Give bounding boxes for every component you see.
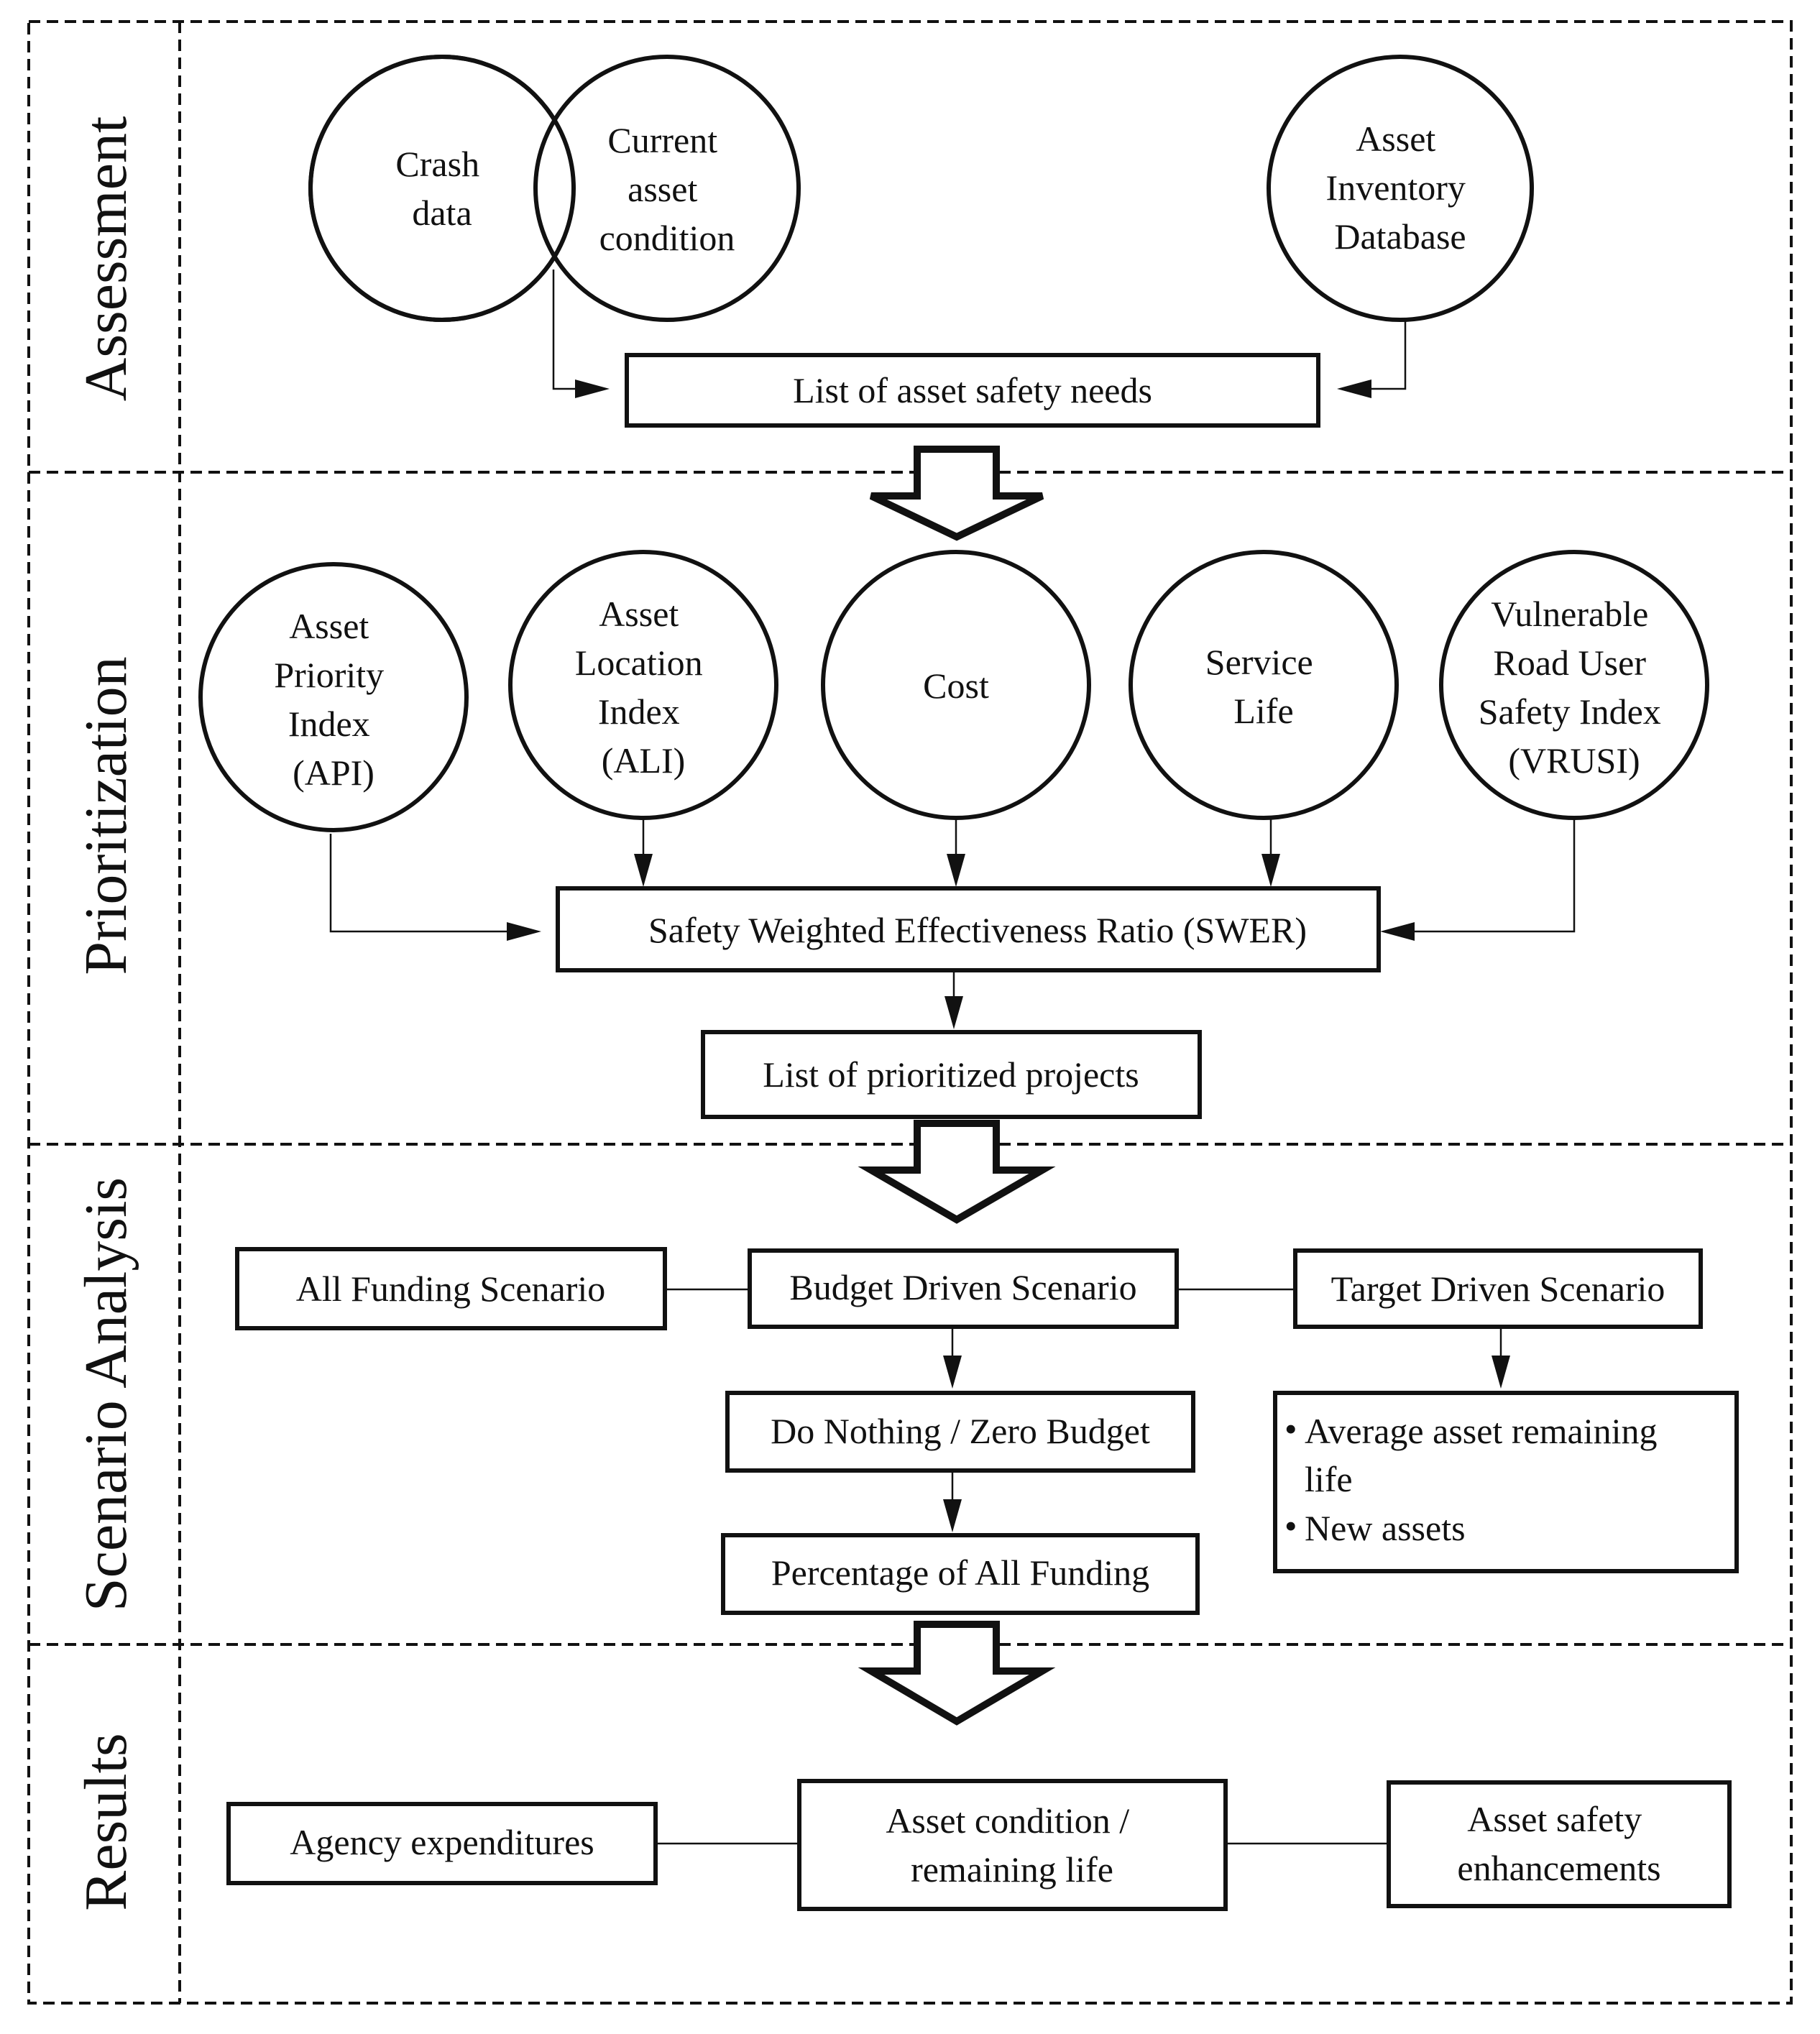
current-asset-condition-label: Current asset condition (599, 120, 735, 258)
arrowhead-cost-to-swer (947, 854, 965, 887)
stage-arrow-prioritization-to-scenario (858, 1120, 1056, 1224)
asset-condition-box (797, 1779, 1228, 1911)
api-circle (198, 562, 469, 832)
connector-crash-to-needs (552, 270, 575, 390)
connector-api-to-swer (329, 834, 507, 933)
cost-label: Cost (923, 666, 989, 706)
asset-safety-needs-label: List of asset safety needs (793, 370, 1152, 410)
bullet-2-marker: • (1284, 1506, 1297, 1546)
asset-safety-needs-box (625, 353, 1320, 428)
stage-label-prioritization: Prioritization (73, 656, 139, 975)
stage-label-assessment: Assessment (73, 116, 139, 402)
connector-inventory-to-needs (1371, 321, 1407, 390)
asset-safety-enhancements-box (1387, 1780, 1732, 1908)
percentage-box (721, 1533, 1200, 1615)
current-asset-condition-circle (533, 55, 801, 322)
budget-driven-label: Budget Driven Scenario (789, 1267, 1136, 1307)
prioritization-section: Asset Priority Index (API) Asset Locatio… (198, 550, 1709, 1119)
target-driven-label: Target Driven Scenario (1331, 1269, 1665, 1309)
ali-label: Asset Location Index (ALI) (575, 594, 712, 781)
outer-frame (27, 20, 1793, 2005)
agency-expenditures-label: Agency expenditures (290, 1822, 594, 1862)
stage-label-scenario-analysis: Scenario Analysis (73, 1177, 139, 1611)
arrowhead-ali-to-swer (634, 854, 653, 887)
service-life-label: Service Life (1205, 642, 1322, 731)
crash-data-outline (308, 55, 576, 322)
cost-circle (821, 550, 1091, 820)
stage-label-results: Results (73, 1733, 139, 1910)
arrowhead-budget-to-do-nothing (943, 1356, 962, 1389)
asset-safety-enhancements-label: Asset safety enhancements (1457, 1799, 1660, 1888)
prioritized-projects-label: List of prioritized projects (763, 1054, 1139, 1095)
asset-inventory-database-circle (1267, 55, 1534, 322)
results-section: Agency expenditures Asset condition / re… (226, 1779, 1732, 1911)
arrowhead-swer-to-projects (945, 996, 963, 1029)
connector-vrusi-to-swer (1415, 818, 1576, 933)
swer-box (556, 886, 1381, 972)
vrusi-circle (1439, 550, 1709, 820)
asset-condition-label: Asset condition / remaining life (886, 1800, 1138, 1890)
swer-label: Safety Weighted Effectiveness Ratio (SWE… (648, 910, 1307, 950)
percentage-label: Percentage of All Funding (771, 1552, 1149, 1593)
stage-arrow-assessment-to-prioritization (869, 446, 1044, 541)
arrowhead-inventory-to-needs (1337, 379, 1371, 398)
all-funding-label: All Funding Scenario (296, 1269, 606, 1309)
do-nothing-label: Do Nothing / Zero Budget (771, 1411, 1150, 1451)
arrowhead-vrusi-to-swer (1380, 922, 1415, 941)
all-funding-box (235, 1247, 667, 1330)
arrowhead-service-to-swer (1261, 854, 1280, 887)
bullet-1-text-continued: life (1305, 1459, 1353, 1499)
vrusi-label: Vulnerable Road User Safety Index (VRUSI… (1479, 594, 1670, 781)
target-outcomes-box (1273, 1391, 1739, 1573)
arrowhead-crash-to-needs (575, 379, 610, 398)
arrowhead-api-to-swer (507, 922, 541, 941)
scenario-section: All Funding Scenario Budget Driven Scena… (235, 1247, 1739, 1615)
bullet-2-text: New assets (1305, 1508, 1466, 1548)
ali-circle (508, 550, 778, 820)
crash-data-label: Crash data (395, 144, 488, 233)
asset-inventory-database-label: Asset Inventory Database (1326, 119, 1475, 257)
budget-driven-box (748, 1248, 1179, 1329)
prioritized-projects-box (701, 1030, 1202, 1119)
target-driven-box (1293, 1248, 1703, 1329)
arrowhead-do-nothing-to-percentage (943, 1499, 962, 1532)
bullet-1-text: Average asset remaining (1305, 1411, 1658, 1451)
stage-arrow-scenario-to-results (858, 1621, 1056, 1726)
arrowhead-target-to-bullets (1492, 1356, 1510, 1389)
bullet-1-marker: • (1284, 1409, 1297, 1449)
agency-expenditures-box (226, 1802, 658, 1885)
api-label: Asset Priority Index (API) (274, 606, 392, 793)
service-life-circle (1129, 550, 1399, 820)
stage-frames (27, 20, 1793, 2005)
assessment-section: Crash data Current asset condition Asset… (308, 55, 1534, 428)
do-nothing-box (725, 1391, 1195, 1473)
